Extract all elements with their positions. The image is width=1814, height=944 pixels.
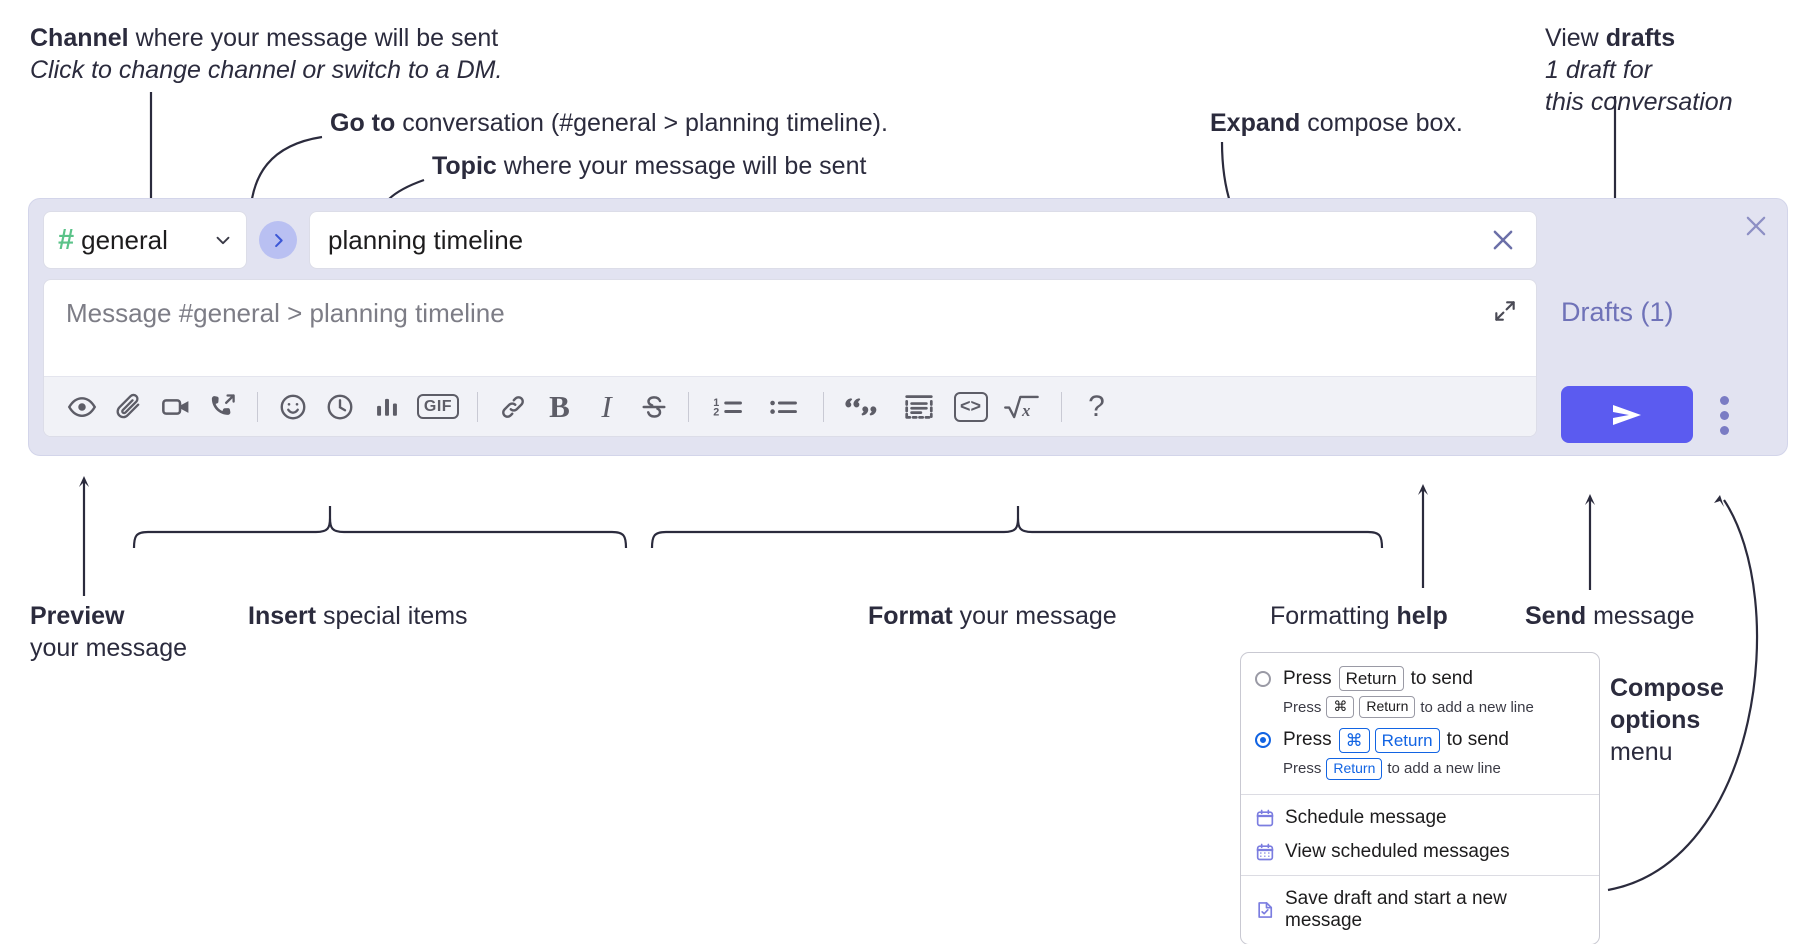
kebab-dot: [1719, 410, 1729, 420]
svg-text:1: 1: [713, 397, 719, 409]
bulleted-list-icon[interactable]: [756, 385, 812, 429]
help-icon[interactable]: ?: [1073, 385, 1120, 429]
menu-option-return-to-send[interactable]: Press Return to send: [1241, 663, 1599, 694]
kebab-dot: [1719, 425, 1729, 435]
compose-right-rail: Drafts (1): [1553, 211, 1781, 443]
annotation-format: Format your message: [868, 602, 1117, 630]
key-cmd: ⌘: [1326, 696, 1355, 718]
menu-item-schedule-message[interactable]: Schedule message: [1241, 801, 1599, 835]
hash-icon: #: [58, 223, 75, 256]
math-icon[interactable]: x: [994, 385, 1050, 429]
menu-item-save-draft[interactable]: Save draft and start a new message: [1241, 882, 1599, 938]
expand-icon[interactable]: [1492, 298, 1518, 329]
help-glyph: ?: [1088, 389, 1105, 423]
link-icon[interactable]: [489, 385, 536, 429]
menu-option-cmd-return-to-send[interactable]: Press ⌘ Return to send: [1241, 726, 1599, 756]
goto-conversation-button[interactable]: [259, 221, 297, 259]
key-cmd: ⌘: [1338, 727, 1370, 753]
toolbar-divider: [257, 391, 258, 422]
ordered-list-icon[interactable]: 1 2: [700, 385, 756, 429]
menu-item-label: View scheduled messages: [1285, 840, 1510, 862]
annotation-compose-options: Compose options menu: [1610, 674, 1724, 766]
topic-field[interactable]: planning timeline: [309, 211, 1537, 269]
channel-selector[interactable]: # general: [43, 211, 247, 269]
message-placeholder: Message #general > planning timeline: [66, 298, 505, 328]
menu-divider: [1241, 793, 1599, 795]
save-draft-icon: [1255, 900, 1275, 920]
toolbar-divider: [1061, 391, 1062, 422]
poll-icon[interactable]: [363, 385, 410, 429]
bold-glyph: B: [549, 388, 570, 424]
option2-pre: Press: [1283, 729, 1332, 751]
compose-header-row: # general planning timeline: [43, 211, 1537, 269]
compose-options-button[interactable]: [1711, 391, 1737, 439]
chevron-down-icon: [212, 229, 234, 251]
bold-icon[interactable]: B: [536, 385, 583, 429]
message-input[interactable]: Message #general > planning timeline: [44, 280, 1536, 376]
annotation-insert: Insert special items: [248, 602, 468, 630]
menu-option2-subtext: Press Return to add a new line: [1241, 756, 1599, 788]
svg-text:x: x: [1021, 400, 1030, 419]
menu-item-label: Save draft and start a new message: [1285, 887, 1507, 931]
option1-sub-pre: Press: [1283, 698, 1322, 716]
italic-icon[interactable]: I: [583, 385, 630, 429]
formatting-toolbar: GIF B I: [44, 376, 1536, 436]
compose-options-menu: Press Return to send Press ⌘ Return to a…: [1240, 652, 1600, 944]
video-icon[interactable]: [152, 385, 199, 429]
annotation-formatting-help: Formatting help: [1270, 602, 1448, 630]
phone-icon[interactable]: [199, 385, 246, 429]
message-composer: Message #general > planning timeline: [43, 279, 1537, 437]
key-return: Return: [1359, 696, 1416, 718]
option1-sub-post: to add a new line: [1420, 698, 1534, 716]
emoji-icon[interactable]: [269, 385, 316, 429]
gif-icon[interactable]: GIF: [410, 385, 466, 429]
option2-sub-pre: Press: [1283, 760, 1322, 778]
clear-topic-icon[interactable]: [1482, 225, 1524, 255]
toolbar-divider: [688, 391, 689, 422]
key-return: Return: [1374, 727, 1440, 753]
calendar-icon: [1255, 808, 1275, 828]
key-return: Return: [1326, 758, 1383, 780]
clock-icon[interactable]: [316, 385, 363, 429]
italic-glyph: I: [601, 388, 612, 424]
option1-pre: Press: [1283, 667, 1332, 689]
topic-value: planning timeline: [328, 224, 524, 255]
radio-selected[interactable]: [1255, 732, 1271, 749]
menu-item-view-scheduled-messages[interactable]: View scheduled messages: [1241, 835, 1599, 869]
option2-post: to send: [1446, 729, 1509, 751]
calendar-grid-icon: [1255, 842, 1275, 862]
strikethrough-icon[interactable]: [630, 385, 677, 429]
blockquote-icon[interactable]: [835, 385, 891, 429]
channel-name-label: general: [81, 224, 168, 255]
send-button[interactable]: [1561, 386, 1693, 443]
attachment-icon[interactable]: [105, 385, 152, 429]
menu-item-label: Schedule message: [1285, 806, 1447, 828]
toolbar-divider: [823, 391, 824, 422]
toolbar-divider: [477, 391, 478, 422]
radio-unselected[interactable]: [1255, 670, 1271, 687]
svg-text:2: 2: [713, 406, 719, 418]
annotation-drafts: View drafts 1 draft for this conversatio…: [1545, 24, 1733, 116]
annotation-preview: Preview your message: [30, 602, 188, 662]
kebab-dot: [1719, 395, 1729, 405]
compose-panel: # general planning timeline: [28, 198, 1788, 456]
annotation-expand: Expand compose box.: [1210, 109, 1463, 137]
preview-icon[interactable]: [58, 385, 105, 429]
inline-code-icon[interactable]: <>: [947, 385, 994, 429]
annotation-goto: Go to conversation (#general > planning …: [330, 109, 888, 137]
menu-option1-subtext: Press ⌘ Return to add a new line: [1241, 694, 1599, 726]
option2-sub-post: to add a new line: [1387, 760, 1501, 778]
close-icon[interactable]: [1739, 209, 1773, 243]
option1-post: to send: [1410, 667, 1473, 689]
annotation-topic: Topic where your message will be sent: [432, 152, 867, 180]
menu-divider: [1241, 874, 1599, 876]
code-block-icon[interactable]: [891, 385, 947, 429]
annotation-send: Send message: [1525, 602, 1695, 630]
annotation-channel: Channel where your message will be sent …: [30, 24, 503, 84]
key-return: Return: [1338, 666, 1404, 692]
drafts-link[interactable]: Drafts (1): [1561, 297, 1674, 327]
